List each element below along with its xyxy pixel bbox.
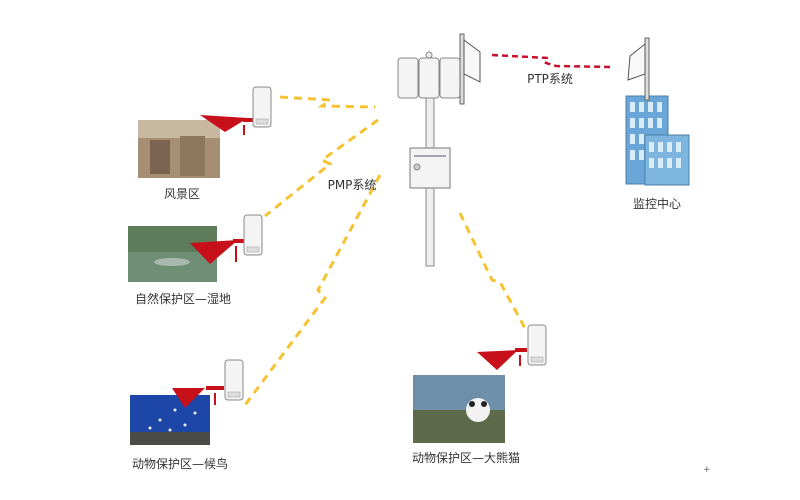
- monitoring-center-building: [625, 37, 690, 186]
- sector-radio: [439, 57, 461, 99]
- site-scenic: [138, 86, 272, 178]
- site-panda: [413, 324, 547, 443]
- camera-icon: [527, 324, 547, 366]
- pmp-system-label: PMP系统: [327, 178, 377, 192]
- pmp-link-scenic: [279, 95, 376, 109]
- plus-mark: +: [703, 465, 711, 475]
- site-label-scenic: 风景区: [163, 187, 201, 201]
- pmp-link-panda: [458, 212, 529, 333]
- site-label-wetland: 自然保护区—湿地: [134, 292, 232, 306]
- camera-beam: [172, 388, 205, 408]
- sector-radio: [397, 57, 419, 99]
- camera-icon: [252, 86, 272, 128]
- camera-beam: [190, 240, 238, 264]
- site-wetland: [128, 214, 263, 282]
- control-box: [409, 147, 451, 189]
- pmp-link-wetland: [264, 118, 379, 218]
- ptp-link: [491, 53, 613, 69]
- ptp-antenna-center: [627, 42, 646, 81]
- base-station-tower: [397, 33, 481, 267]
- site-label-birds: 动物保护区—候鸟: [131, 457, 229, 471]
- site-label-panda: 动物保护区—大熊猫: [411, 451, 521, 465]
- monitoring-center-label: 监控中心: [632, 197, 682, 211]
- camera-beam: [200, 115, 248, 132]
- ptp-system-label: PTP系统: [527, 72, 573, 86]
- camera-icon: [243, 214, 263, 256]
- site-birds: [130, 359, 244, 445]
- camera-icon: [224, 359, 244, 401]
- ptp-antenna: [463, 39, 481, 83]
- sector-radio: [418, 57, 440, 99]
- pmp-links: [243, 95, 529, 406]
- pmp-link-birds: [243, 174, 382, 406]
- camera-beam: [477, 350, 518, 370]
